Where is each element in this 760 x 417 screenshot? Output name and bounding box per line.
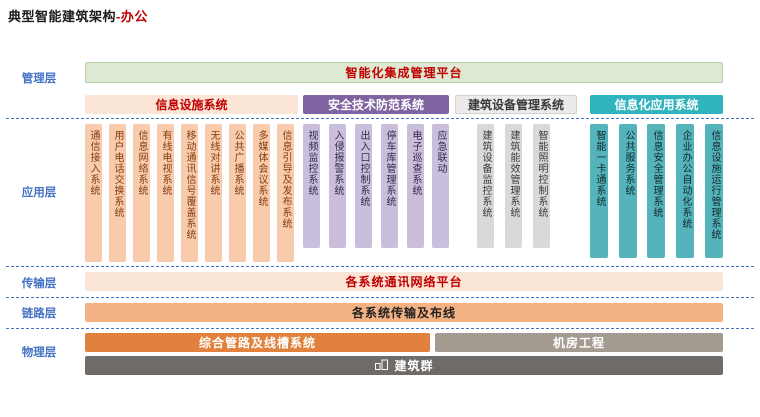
app-column: 停车库管理系统 — [381, 124, 398, 248]
integration-platform-bar: 智能化集成管理平台 — [85, 62, 723, 83]
building-group-label: 建筑群 — [394, 359, 434, 373]
layer-label-management: 管理层 — [21, 73, 57, 85]
group-header-info-application: 信息化应用系统 — [590, 95, 723, 114]
app-column: 视频监控系统 — [303, 124, 320, 248]
layer-label-application: 应用层 — [21, 187, 57, 199]
app-column: 用户电话交换系统 — [109, 124, 126, 262]
app-column: 建筑能效管理系统 — [505, 124, 522, 248]
group-header-security: 安全技术防范系统 — [303, 95, 449, 114]
app-column: 公共服务系统 — [619, 124, 637, 258]
app-column: 智能照明控制系统 — [533, 124, 550, 248]
app-column: 电子巡查系统 — [407, 124, 424, 248]
app-column: 出入口控制系统 — [355, 124, 372, 248]
page-title-main: 典型智能建筑架构 — [8, 9, 117, 24]
link-cabling-bar: 各系统传输及布线 — [85, 303, 723, 322]
app-column: 信息设施运行管理系统 — [705, 124, 723, 258]
app-column: 企业办公自动化系统 — [676, 124, 694, 258]
app-column: 公共广播系统 — [229, 124, 246, 262]
group-header-building-equipment: 建筑设备管理系统 — [455, 95, 577, 114]
app-column: 入侵报警系统 — [329, 124, 346, 248]
group-header-info-facility: 信息设施系统 — [85, 95, 298, 114]
app-column: 通信接入系统 — [85, 124, 102, 262]
layer-divider — [6, 297, 754, 298]
building-group-bar: 建筑群 — [85, 356, 723, 375]
page-title-suffix: -办公 — [116, 9, 148, 24]
layer-label-transmission: 传输层 — [21, 278, 57, 290]
layer-label-physical: 物理层 — [21, 347, 57, 359]
app-column: 信息安全管理系统 — [647, 124, 665, 258]
app-column: 有线电视系统 — [157, 124, 174, 262]
layer-divider — [6, 328, 754, 329]
app-column: 信息网络系统 — [133, 124, 150, 262]
machine-room-bar: 机房工程 — [435, 333, 723, 352]
app-column: 建筑设备监控系统 — [477, 124, 494, 248]
layer-divider — [6, 118, 754, 119]
app-column: 应急联动 — [432, 124, 449, 248]
app-column: 多媒体会议系统 — [253, 124, 270, 262]
app-column: 信息引导及发布系统 — [277, 124, 294, 262]
app-column: 无线对讲系统 — [205, 124, 222, 262]
app-column: 智能一卡通系统 — [590, 124, 608, 258]
transmission-network-bar: 各系统通讯网络平台 — [85, 272, 723, 291]
buildings-icon — [374, 359, 389, 373]
layer-label-link: 链路层 — [21, 308, 57, 320]
page-title: 典型智能建筑架构-办公 — [8, 6, 148, 25]
layer-divider — [6, 266, 754, 267]
pipeline-trunking-bar: 综合管路及线槽系统 — [85, 333, 430, 352]
app-column: 移动通讯信号覆盖系统 — [181, 124, 198, 262]
